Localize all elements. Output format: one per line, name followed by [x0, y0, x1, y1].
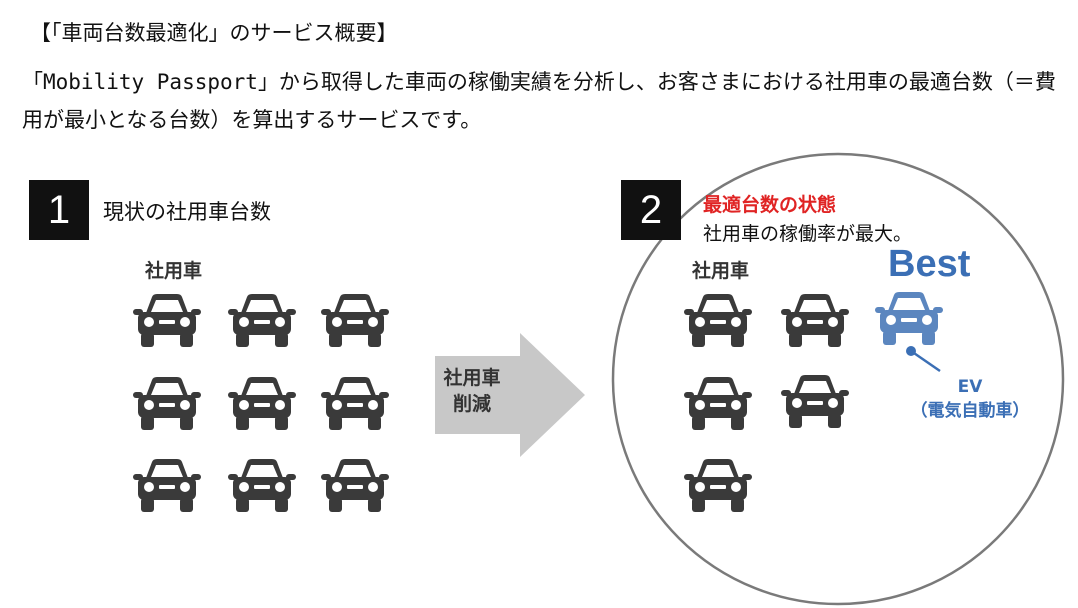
reduction-line-2: 削減	[452, 393, 491, 415]
product-name: Mobility Passport	[43, 70, 258, 94]
current-cars-group	[133, 294, 389, 512]
step-1-label: 現状の社用車台数	[103, 200, 271, 224]
car-icon	[228, 294, 296, 347]
ev-label-line-2: （電気自動車）	[910, 401, 1030, 421]
optimal-state-circle	[611, 152, 1065, 606]
car-icon	[133, 459, 201, 512]
car-icon	[684, 294, 752, 347]
car-icon	[228, 459, 296, 512]
step-2-badge: 2	[621, 180, 681, 240]
reduction-label: 社用車 削減	[442, 365, 502, 417]
quote-open: 「	[22, 70, 43, 94]
service-description: 「Mobility Passport」から取得した車両の稼働実績を分析し、お客さ…	[22, 63, 1062, 139]
ev-car-icon	[875, 292, 943, 345]
ev-pointer-line	[910, 349, 941, 373]
optimal-state-title: 最適台数の状態	[703, 194, 837, 216]
car-icon	[321, 377, 389, 430]
car-icon	[133, 294, 201, 347]
current-cars-label: 社用車	[145, 260, 203, 282]
car-icon	[321, 459, 389, 512]
optimal-cars-group	[684, 294, 849, 512]
ev-label-line-1: EV	[957, 377, 983, 397]
reduction-line-1: 社用車	[443, 367, 501, 389]
car-icon	[684, 377, 752, 430]
car-icon	[228, 377, 296, 430]
ev-label: EV （電気自動車）	[895, 375, 1045, 423]
description-rest: 」から取得した車両の稼働実績を分析し、お客さまにおける社用車の最適台数（＝費用が…	[22, 70, 1056, 132]
reduction-arrow	[435, 333, 585, 457]
page-heading: 【「車両台数最適化」のサービス概要】	[30, 21, 398, 45]
car-icon	[781, 375, 849, 428]
car-icon	[321, 294, 389, 347]
car-icon	[684, 459, 752, 512]
car-icon	[781, 294, 849, 347]
car-icon	[133, 377, 201, 430]
best-label: Best	[888, 243, 971, 285]
optimal-cars-label: 社用車	[692, 260, 750, 282]
step-1-badge: 1	[29, 180, 89, 240]
optimal-state-description: 社用車の稼働率が最大。	[703, 223, 913, 245]
